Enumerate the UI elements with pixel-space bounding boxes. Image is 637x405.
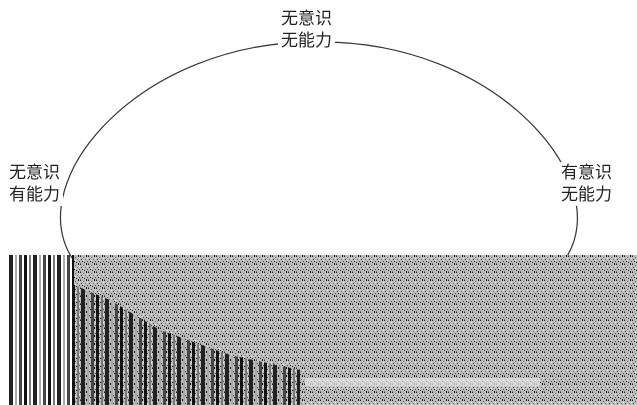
stage-label-left-line2: 有能力 [9,185,60,205]
stage-label-top-line1: 无意识 [281,9,332,29]
stage-label-top: 无意识 无能力 [278,8,335,52]
stage-label-left-line1: 无意识 [9,163,60,183]
stage-label-right-line1: 有意识 [561,163,612,183]
stage-label-top-line2: 无能力 [281,31,332,51]
stage-label-right: 有意识 无能力 [558,162,615,206]
stage-label-right-line2: 无能力 [561,185,612,205]
noise-region [8,255,637,405]
stage-label-left: 无意识 有能力 [6,162,63,206]
arc-curve [60,41,578,259]
